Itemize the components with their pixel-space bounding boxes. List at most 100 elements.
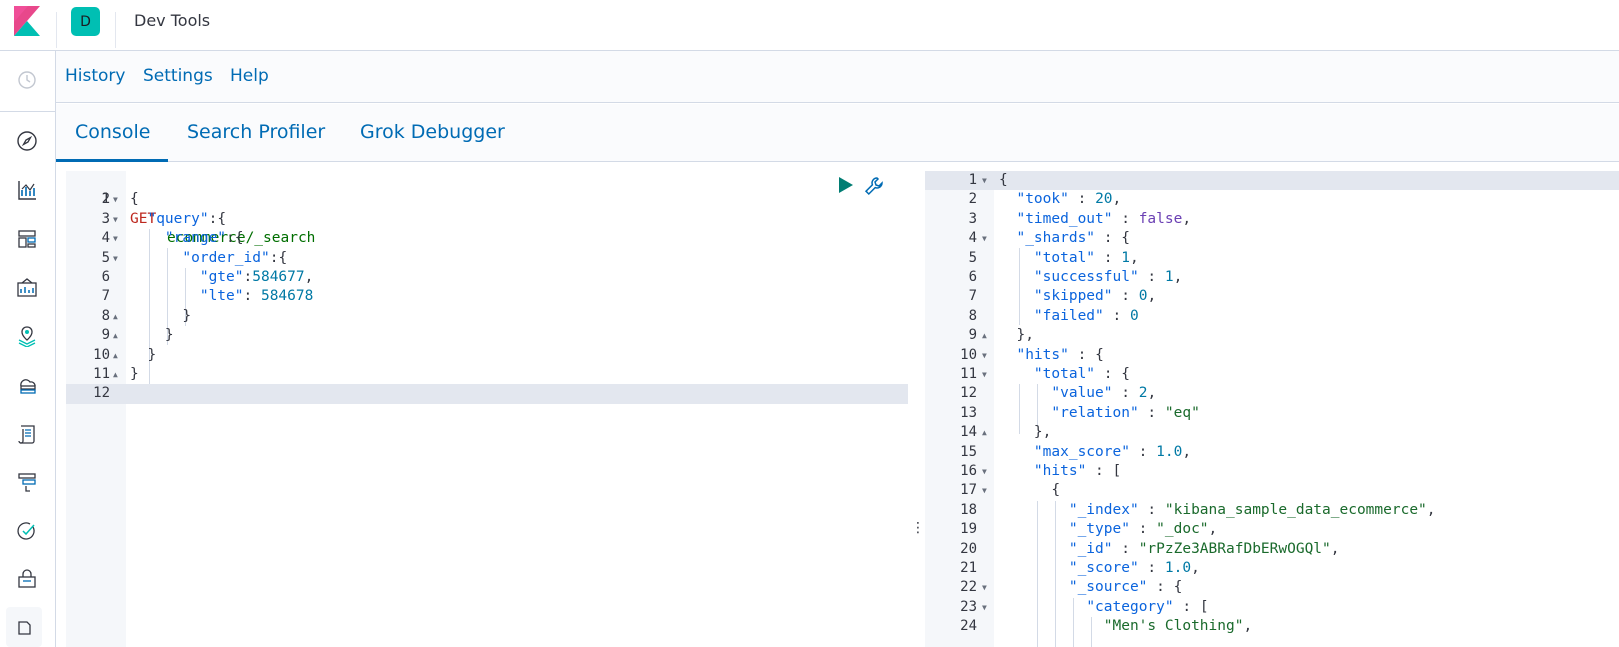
unfold-marker-icon[interactable]: ▲ <box>982 331 987 341</box>
line-number: 19 <box>960 521 977 538</box>
active-tab-indicator <box>56 159 168 162</box>
code-text: "total" : { <box>1033 366 1130 382</box>
tab-grok-debugger[interactable]: Grok Debugger <box>360 121 505 143</box>
fold-toggle-icon[interactable]: ▼ <box>982 583 987 593</box>
send-request-button[interactable] <box>835 175 855 195</box>
side-nav <box>0 51 56 647</box>
history-link[interactable]: History <box>65 66 126 86</box>
active-line-highlight <box>925 171 1619 191</box>
request-line: 1 GET ecommerce/_search <box>66 171 316 246</box>
fold-toggle-icon[interactable]: ▼ <box>982 370 987 379</box>
canvas-icon[interactable] <box>15 276 39 300</box>
unfold-marker-icon[interactable]: ▲ <box>113 331 118 341</box>
recently-viewed-icon[interactable] <box>15 68 39 92</box>
code-text: "gte":584677, <box>199 269 314 285</box>
code-text: "_index" : "kibana_sample_data_ecommerce… <box>1068 501 1436 518</box>
line-number: 21 <box>960 560 977 576</box>
line-number: 11 <box>93 366 110 382</box>
fold-toggle-icon[interactable]: ▼ <box>982 350 987 360</box>
line-number: 11 <box>960 366 977 382</box>
fold-toggle-icon[interactable]: ▼ <box>982 486 987 496</box>
code-text: "_id" : "rPzZe3ABRafDbERwOGQl", <box>1068 540 1340 557</box>
line-number: 15 <box>960 443 977 460</box>
fold-toggle-icon[interactable]: ▼ <box>113 195 118 205</box>
siem-icon[interactable] <box>15 567 39 591</box>
help-link[interactable]: Help <box>230 66 269 86</box>
code-text: "_score" : 1.0, <box>1068 560 1200 576</box>
line-number: 13 <box>960 404 977 421</box>
unfold-marker-icon[interactable]: ▲ <box>113 350 118 360</box>
fold-toggle-icon[interactable]: ▼ <box>113 234 118 244</box>
line-number: 10 <box>960 346 977 363</box>
code-text: "value" : 2, <box>1051 385 1157 402</box>
space-avatar[interactable]: D <box>71 7 100 36</box>
code-text: }, <box>1033 424 1052 441</box>
line-number: 2 <box>968 191 977 208</box>
code-text: "_shards" : { <box>1016 230 1130 247</box>
nav-item-dev-tools[interactable] <box>6 607 42 647</box>
code-text: "hits" : { <box>1016 346 1104 363</box>
kibana-logo-icon[interactable] <box>14 6 40 36</box>
uptime-icon[interactable] <box>15 519 39 543</box>
line-number: 4 <box>968 230 977 247</box>
fold-toggle-icon[interactable]: ▼ <box>982 176 987 185</box>
indent-guide <box>185 268 186 326</box>
code-text: "total" : 1, <box>1033 249 1139 266</box>
code-text: } <box>164 327 174 344</box>
fold-toggle-icon[interactable]: ▼ <box>982 234 987 244</box>
top-header: D Dev Tools <box>0 0 1619 51</box>
line-number: 8 <box>968 307 977 324</box>
fold-toggle-icon[interactable]: ▼ <box>113 214 118 224</box>
code-text: "order_id":{ <box>182 249 288 266</box>
visualize-icon[interactable] <box>15 178 39 202</box>
nav-divider <box>0 111 56 112</box>
top-links-bar: History Settings Help <box>56 51 1619 103</box>
panel-resizer-handle[interactable]: ⋮ <box>911 520 925 536</box>
code-text: } <box>147 346 157 363</box>
header-divider <box>56 12 57 48</box>
code-text: "category" : [ <box>1086 598 1209 615</box>
code-text: "hits" : [ <box>1033 463 1122 479</box>
discover-icon[interactable] <box>15 129 39 153</box>
code-text: { <box>999 172 1008 188</box>
unfold-marker-icon[interactable]: ▲ <box>113 370 118 379</box>
line-number: 1 <box>968 172 977 188</box>
indent-guide <box>1037 501 1038 647</box>
dev-tools-tabs: Console Search Profiler Grok Debugger <box>56 104 1619 162</box>
code-text: "max_score" : 1.0, <box>1033 443 1192 460</box>
line-number: 20 <box>960 540 977 557</box>
unfold-marker-icon[interactable]: ▲ <box>113 311 118 321</box>
code-text: } <box>130 366 139 382</box>
code-text: { <box>1051 482 1061 499</box>
wrench-icon[interactable] <box>863 175 885 197</box>
code-text: "lte": 584678 <box>199 288 314 305</box>
line-number: 3 <box>101 210 110 227</box>
code-text: "_source" : { <box>1068 579 1183 596</box>
code-text: "range":{ <box>164 230 244 247</box>
fold-toggle-icon[interactable]: ▼ <box>982 467 987 476</box>
header-divider <box>115 12 116 48</box>
tab-console[interactable]: Console <box>75 121 151 143</box>
code-text: { <box>130 191 139 208</box>
indent-guide <box>1091 617 1092 647</box>
fold-toggle-icon[interactable]: ▼ <box>113 253 118 263</box>
apm-icon[interactable] <box>15 470 39 494</box>
logs-icon[interactable] <box>15 422 39 446</box>
active-line-highlight <box>66 384 908 404</box>
request-editor[interactable]: 1 GET ecommerce/_search 2▼{3▼ "query":{4… <box>66 171 908 647</box>
code-text: "failed" : 0 <box>1033 307 1139 324</box>
line-number: 10 <box>93 346 110 363</box>
line-number: 16 <box>960 463 977 479</box>
settings-link[interactable]: Settings <box>143 66 213 86</box>
maps-icon[interactable] <box>15 324 39 348</box>
line-number: 22 <box>960 579 977 596</box>
line-number: 3 <box>968 210 977 227</box>
tab-search-profiler[interactable]: Search Profiler <box>187 121 326 143</box>
response-editor: 1▼{2 "took" : 20,3 "timed_out" : false,4… <box>925 171 1619 647</box>
dashboard-icon[interactable] <box>15 227 39 251</box>
infrastructure-icon[interactable] <box>15 373 39 397</box>
fold-toggle-icon[interactable]: ▼ <box>982 602 987 612</box>
line-number: 12 <box>93 385 110 402</box>
unfold-marker-icon[interactable]: ▲ <box>982 428 987 438</box>
code-text: } <box>182 307 192 324</box>
